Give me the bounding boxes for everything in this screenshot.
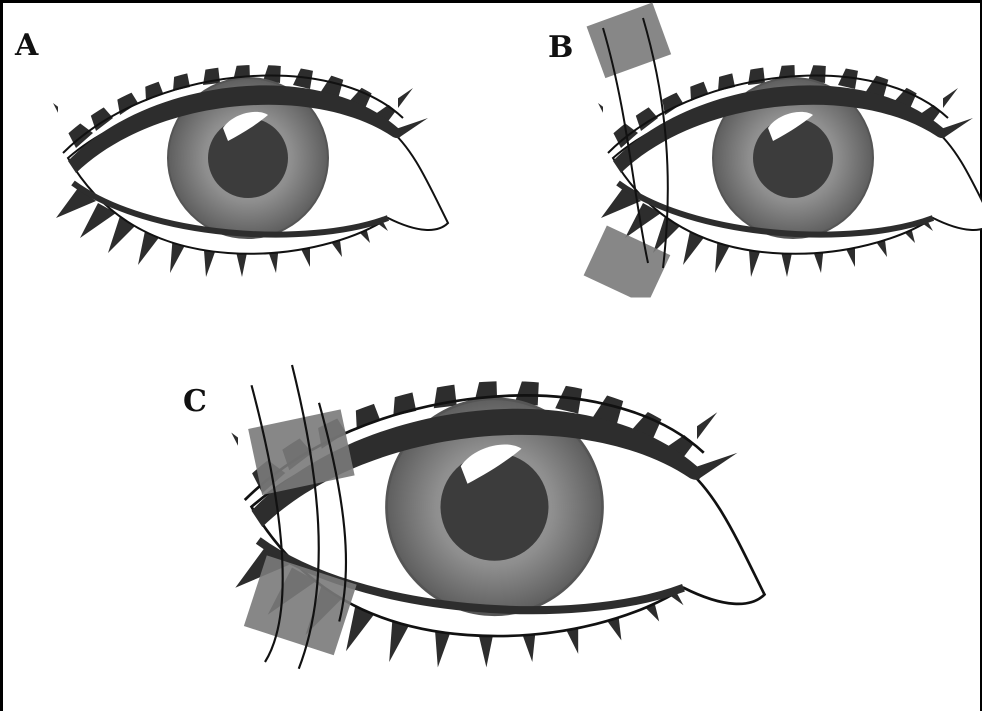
lower-tape [584, 226, 671, 305]
eye-a [53, 3, 448, 277]
eye-c [231, 298, 764, 669]
eye-b [584, 3, 982, 305]
eye-illustrations [3, 3, 982, 714]
